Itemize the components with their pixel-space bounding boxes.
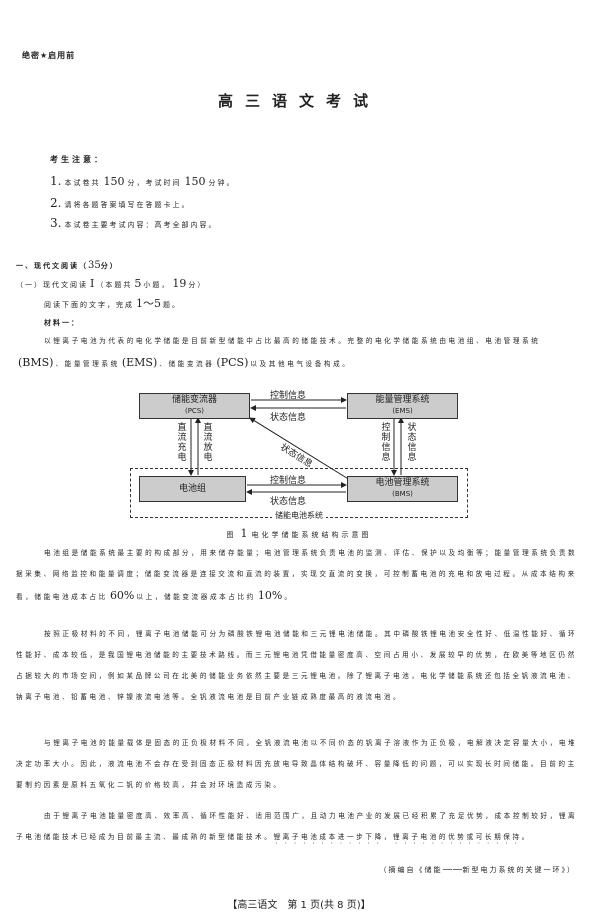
bms-box: 电池管理系统(BMS) — [347, 476, 458, 502]
material-label: 材料一： — [44, 318, 80, 327]
label-control-bottom: 控制信息 — [270, 476, 307, 486]
arrow-bms-to-pcs — [249, 417, 351, 481]
label-ems-control: 控制信息 — [381, 423, 391, 463]
label-ems-status: 状态信息 — [407, 423, 417, 463]
notice-item-3: 3.本试卷主要考试内容：高考全部内容。 — [50, 216, 218, 230]
section-heading: 一、现代文阅读（35分） — [16, 260, 119, 271]
notice-item-2: 2.请将各题答案填写在答题卡上。 — [50, 196, 191, 210]
label-discharge: 直流放电 — [203, 423, 213, 463]
notice-heading: 考生注意： — [50, 155, 105, 164]
label-status-top: 状态信息 — [270, 413, 307, 423]
label-charge: 直流充电 — [177, 423, 187, 463]
paragraph-3: 按照正极材料的不同，锂离子电池储能可分为磷酸铁锂电池储能和三元锂电池储能。其中磷… — [16, 630, 578, 701]
diagram-arrows — [188, 397, 404, 495]
secret-label: 绝密★启用前 — [22, 51, 76, 60]
page-footer: 【高三语文 第 1 页(共 8 页)】 — [227, 900, 371, 911]
paragraph-5: 由于锂离子电池能量密度高、效率高、循环性能好、适用范围广，且动力电池产业的发展已… — [16, 812, 578, 841]
pcs-box: 储能变流器(PCS) — [139, 393, 250, 419]
source-citation: （摘编自《储能——新型电力系统的关键一环》） — [379, 864, 576, 875]
paragraph-1: 以锂离子电池为代表的电化学储能是目前新型储能中占比最高的储能技术。完整的电化学储… — [18, 337, 541, 369]
label-status-bottom: 状态信息 — [270, 497, 307, 507]
page-title: 高三语文考试 — [217, 92, 380, 110]
paragraph-2: 电池组是储能系统最主要的构成部分，用来储存能量；电池管理系统负责电池的监测、评估… — [16, 549, 578, 602]
container-label: 储能电池系统 — [0, 510, 598, 521]
paragraph-4: 与锂离子电池的能量载体是固态的正负极材料不同，全钒液流电池以不同价态的钒离子溶液… — [16, 739, 578, 789]
label-control-top: 控制信息 — [270, 391, 307, 401]
ems-box: 能量管理系统(EMS) — [347, 393, 458, 419]
battery-box: 电池组 — [139, 476, 246, 502]
